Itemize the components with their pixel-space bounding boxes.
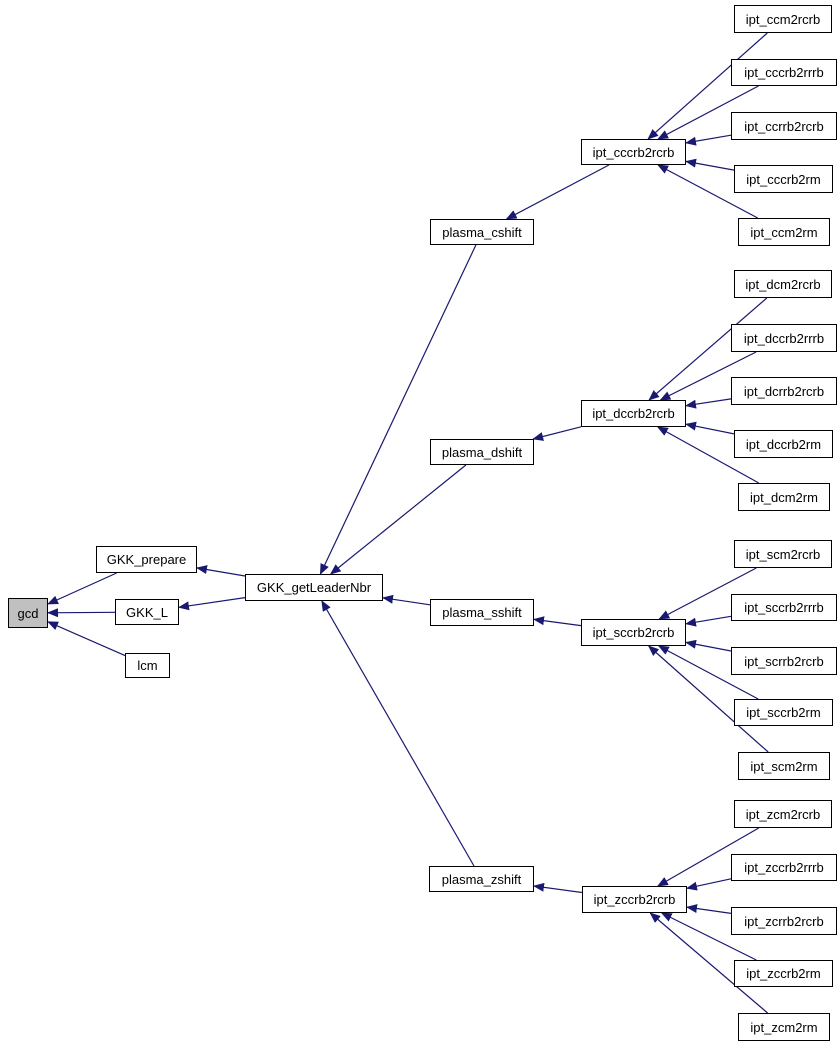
edge-plasma_zshift-to-GKK_getLeaderNbr [321, 600, 475, 867]
edge-GKK_getLeaderNbr-to-GKK_L [178, 597, 246, 611]
node-ipt_zcrrb2rcrb[interactable]: ipt_zcrrb2rcrb [731, 907, 837, 935]
edge-GKK_getLeaderNbr-to-GKK_prepare [196, 565, 246, 577]
edge-ipt_scm2rm-to-ipt_sccrb2rcrb [647, 645, 769, 753]
edge-GKK_L-to-gcd [47, 608, 116, 618]
node-plasma_sshift[interactable]: plasma_sshift [430, 599, 534, 626]
node-ipt_sccrb2rrrb[interactable]: ipt_sccrb2rrrb [731, 594, 837, 621]
node-gcd[interactable]: gcd [8, 598, 48, 628]
node-plasma_cshift[interactable]: plasma_cshift [430, 219, 534, 245]
node-ipt_sccrb2rm[interactable]: ipt_sccrb2rm [734, 699, 833, 726]
node-ipt_zccrb2rcrb[interactable]: ipt_zccrb2rcrb [582, 886, 687, 913]
edge-plasma_sshift-to-GKK_getLeaderNbr [382, 594, 431, 606]
edge-ipt_zcrrb2rcrb-to-ipt_zccrb2rcrb [686, 904, 732, 914]
edge-ipt_ccm2rm-to-ipt_cccrb2rcrb [657, 164, 758, 219]
node-ipt_scrrb2rcrb[interactable]: ipt_scrrb2rcrb [731, 647, 837, 675]
edge-GKK_prepare-to-gcd [47, 572, 117, 605]
node-ipt_sccrb2rcrb[interactable]: ipt_sccrb2rcrb [581, 619, 686, 646]
edge-plasma_dshift-to-GKK_getLeaderNbr [329, 464, 467, 575]
node-ipt_ccm2rcrb[interactable]: ipt_ccm2rcrb [734, 5, 832, 33]
node-ipt_dccrb2rrrb[interactable]: ipt_dccrb2rrrb [731, 324, 837, 352]
edge-ipt_zccrb2rrrb-to-ipt_zccrb2rcrb [686, 878, 732, 891]
node-ipt_dccrb2rcrb[interactable]: ipt_dccrb2rcrb [581, 400, 686, 427]
node-plasma_dshift[interactable]: plasma_dshift [430, 439, 534, 465]
node-ipt_dccrb2rm[interactable]: ipt_dccrb2rm [734, 430, 833, 458]
node-GKK_getLeaderNbr[interactable]: GKK_getLeaderNbr [245, 574, 383, 601]
edge-ipt_zcm2rcrb-to-ipt_zccrb2rcrb [657, 827, 759, 887]
edge-ipt_cccrb2rrrb-to-ipt_cccrb2rcrb [657, 85, 759, 140]
node-ipt_dcrrb2rcrb[interactable]: ipt_dcrrb2rcrb [731, 377, 837, 405]
node-ipt_cccrb2rm[interactable]: ipt_cccrb2rm [734, 165, 833, 193]
edge-ipt_dccrb2rm-to-ipt_dccrb2rcrb [685, 421, 735, 435]
edge-ipt_sccrb2rm-to-ipt_sccrb2rcrb [657, 645, 759, 700]
edges-group [47, 32, 769, 1014]
edge-ipt_sccrb2rrrb-to-ipt_sccrb2rcrb [685, 615, 732, 627]
edge-plasma_cshift-to-GKK_getLeaderNbr [319, 244, 477, 575]
node-ipt_scm2rm[interactable]: ipt_scm2rm [738, 752, 830, 780]
edge-ipt_sccrb2rcrb-to-plasma_sshift [533, 616, 582, 627]
node-GKK_L[interactable]: GKK_L [115, 599, 179, 625]
node-ipt_dcm2rm[interactable]: ipt_dcm2rm [738, 483, 830, 511]
edge-ipt_zccrb2rm-to-ipt_zccrb2rcrb [660, 912, 757, 961]
node-ipt_ccm2rm[interactable]: ipt_ccm2rm [738, 218, 830, 246]
node-ipt_zccrb2rrrb[interactable]: ipt_zccrb2rrrb [731, 854, 837, 881]
edge-ipt_scrrb2rcrb-to-ipt_sccrb2rcrb [685, 639, 732, 652]
edge-ipt_zcm2rm-to-ipt_zccrb2rcrb [649, 912, 768, 1014]
edge-ipt_cccrb2rm-to-ipt_cccrb2rcrb [685, 158, 735, 171]
node-lcm[interactable]: lcm [125, 653, 170, 678]
edge-ipt_dcm2rcrb-to-ipt_dccrb2rcrb [648, 297, 768, 401]
node-GKK_prepare[interactable]: GKK_prepare [96, 546, 197, 573]
node-ipt_scm2rcrb[interactable]: ipt_scm2rcrb [734, 540, 832, 568]
edge-lcm-to-gcd [47, 621, 126, 657]
node-ipt_zcm2rm[interactable]: ipt_zcm2rm [738, 1013, 830, 1041]
node-ipt_dcm2rcrb[interactable]: ipt_dcm2rcrb [734, 270, 832, 298]
node-ipt_cccrb2rrrb[interactable]: ipt_cccrb2rrrb [731, 59, 837, 86]
edge-ipt_scm2rcrb-to-ipt_sccrb2rcrb [658, 567, 757, 620]
node-ipt_zccrb2rm[interactable]: ipt_zccrb2rm [734, 960, 833, 987]
edge-ipt_cccrb2rcrb-to-plasma_cshift [505, 164, 610, 220]
edge-ipt_ccm2rcrb-to-ipt_cccrb2rcrb [647, 32, 768, 140]
node-ipt_cccrb2rcrb[interactable]: ipt_cccrb2rcrb [581, 139, 686, 165]
node-plasma_zshift[interactable]: plasma_zshift [429, 866, 534, 892]
edge-ipt_dccrb2rcrb-to-plasma_dshift [532, 426, 582, 441]
edge-ipt_dcrrb2rcrb-to-ipt_dccrb2rcrb [685, 398, 732, 409]
edge-ipt_ccrrb2rcrb-to-ipt_cccrb2rcrb [685, 134, 732, 146]
node-ipt_zcm2rcrb[interactable]: ipt_zcm2rcrb [734, 800, 832, 828]
edge-ipt_dccrb2rrrb-to-ipt_dccrb2rcrb [659, 351, 757, 401]
node-ipt_ccrrb2rcrb[interactable]: ipt_ccrrb2rcrb [731, 112, 837, 140]
edge-ipt_zccrb2rcrb-to-plasma_zshift [533, 882, 583, 894]
edge-ipt_dcm2rm-to-ipt_dccrb2rcrb [656, 426, 760, 484]
